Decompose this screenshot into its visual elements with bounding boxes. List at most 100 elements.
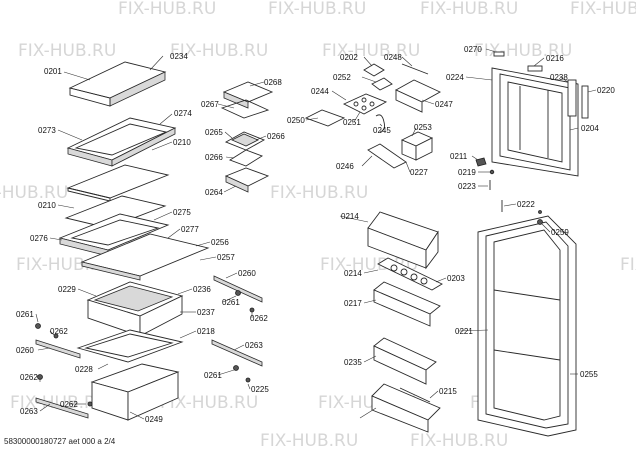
tray-0247 xyxy=(304,109,346,127)
callout-0263: 0263 xyxy=(245,341,263,350)
rail-right-upper xyxy=(213,275,263,303)
callout-0219: 0223 xyxy=(458,182,476,191)
callout-0265: 0265 xyxy=(205,128,223,137)
fridge-door-ledge xyxy=(493,289,561,301)
egg-dimple xyxy=(410,273,418,281)
callout-0203: 0217 xyxy=(344,299,362,308)
fastener-0262-a xyxy=(87,401,93,407)
callout-0261: 0261 xyxy=(16,310,34,319)
shelf-0215-front xyxy=(371,395,429,433)
callout-0222: 0259 xyxy=(551,228,569,237)
tray-part xyxy=(76,329,184,363)
cover-0227 xyxy=(493,51,505,57)
container-front xyxy=(225,175,249,193)
door-shelf-0259-side xyxy=(425,230,439,270)
bushing-0222 xyxy=(537,219,543,225)
shelf-0244-front xyxy=(395,89,423,113)
watermark-text: FIX-HUB.RU xyxy=(268,0,366,19)
rail-left-upper xyxy=(35,339,81,359)
fastener-0262-d xyxy=(53,333,59,339)
freezer-door-gasket xyxy=(499,73,571,171)
fridge-door-inner xyxy=(493,229,561,421)
callout-0264: 0264 xyxy=(205,188,223,197)
drawer-grid xyxy=(93,285,174,312)
callout-0262: 0262 xyxy=(60,400,78,409)
shelf-frame-side xyxy=(111,127,176,167)
callout-0275: 0275 xyxy=(173,208,191,217)
egg-row-0214 xyxy=(377,257,443,291)
handle-0224 xyxy=(567,79,577,117)
bushing-0211 xyxy=(489,169,495,175)
callout-0229: 0229 xyxy=(58,285,76,294)
callout-0266: 0266 xyxy=(205,153,223,162)
callout-0221: 0255 xyxy=(580,370,598,379)
glass-shelf-part xyxy=(66,164,170,199)
callout-0244: 0247 xyxy=(435,100,453,109)
egg-cup xyxy=(353,101,359,107)
callout-0255: 0235 xyxy=(344,358,362,367)
small-tray-front xyxy=(223,91,249,109)
callout-0259: 0214 xyxy=(341,212,359,221)
callout-0268: 0268 xyxy=(264,78,282,87)
callout-0217: 0221 xyxy=(455,327,473,336)
fridge-door-gasket xyxy=(485,221,569,429)
callout-0252: 0244 xyxy=(311,87,329,96)
handle-0238 xyxy=(581,85,589,119)
callout-0235: 0215 xyxy=(439,387,457,396)
callout-0225: 0249 xyxy=(145,415,163,424)
callout-0266: 0266 xyxy=(267,132,285,141)
callout-0267: 0267 xyxy=(201,100,219,109)
bin-side xyxy=(127,371,179,421)
callout-0211: 0219 xyxy=(458,168,476,177)
right-parts xyxy=(475,51,589,437)
callout-0260: 0260 xyxy=(238,269,256,278)
fastener-0261-a xyxy=(35,323,41,329)
callout-0216: 0224 xyxy=(446,73,464,82)
watermark-text: FIX-HUB.RU xyxy=(410,431,508,450)
egg-holder-part xyxy=(342,93,388,115)
callout-0238: 0220 xyxy=(597,86,615,95)
callout-0257: 0257 xyxy=(217,253,235,262)
callout-0234: 0234 xyxy=(170,52,188,61)
callout-0256: 0256 xyxy=(211,238,229,247)
callout-0261: 0261 xyxy=(222,298,240,307)
watermark-text: FIX-HUB.RU xyxy=(160,393,258,413)
callout-0202: 0248 xyxy=(384,53,402,62)
freezer-door-inner xyxy=(507,81,563,163)
watermark-text: FIX-HUB.RU xyxy=(420,0,518,19)
callout-0276: 0276 xyxy=(30,234,48,243)
clip-0249 xyxy=(363,63,385,77)
callout-0228: 0228 xyxy=(75,365,93,374)
watermark-text: FIX-HUB.RU xyxy=(570,0,636,19)
callout-labels: 0234 0201 0268 0267 0274 0273 0265 0266 … xyxy=(16,45,615,424)
fastener-0261-d xyxy=(233,365,239,371)
egg-dimple xyxy=(390,264,398,272)
callout-0214: 0214 xyxy=(344,269,362,278)
egg-cup xyxy=(361,105,367,111)
callout-0245: 0253 xyxy=(414,123,432,132)
egg-dimple xyxy=(400,268,408,276)
bushing-0223-b xyxy=(538,210,542,214)
shelf-frame-inner xyxy=(74,123,168,156)
rail-right-lower xyxy=(211,339,263,367)
watermark-text: FIX-HUB.RU xyxy=(322,41,420,61)
callout-0224: 0238 xyxy=(550,73,568,82)
crisper-cover-inner xyxy=(70,219,160,246)
watermark-text: FIX-HUB.RU xyxy=(18,41,116,61)
callout-0237: 0237 xyxy=(197,308,215,317)
watermark-text: FIX-HUB.RU xyxy=(260,431,358,450)
top-tray-front xyxy=(69,87,111,107)
callout-0218: 0218 xyxy=(197,327,215,336)
callout-0210: 0210 xyxy=(173,138,191,147)
freezer-door-part xyxy=(491,67,579,177)
watermark-text: FIX-HUB.RU xyxy=(620,255,636,275)
cover-0270 xyxy=(527,65,543,72)
callout-0270: 0216 xyxy=(546,54,564,63)
callout-0262: 0262 xyxy=(250,314,268,323)
callout-0246: 0227 xyxy=(410,168,428,177)
egg-cup xyxy=(369,101,375,107)
block-0248 xyxy=(371,77,393,91)
egg-cup xyxy=(361,97,367,103)
egg-tray-cups xyxy=(231,133,259,147)
